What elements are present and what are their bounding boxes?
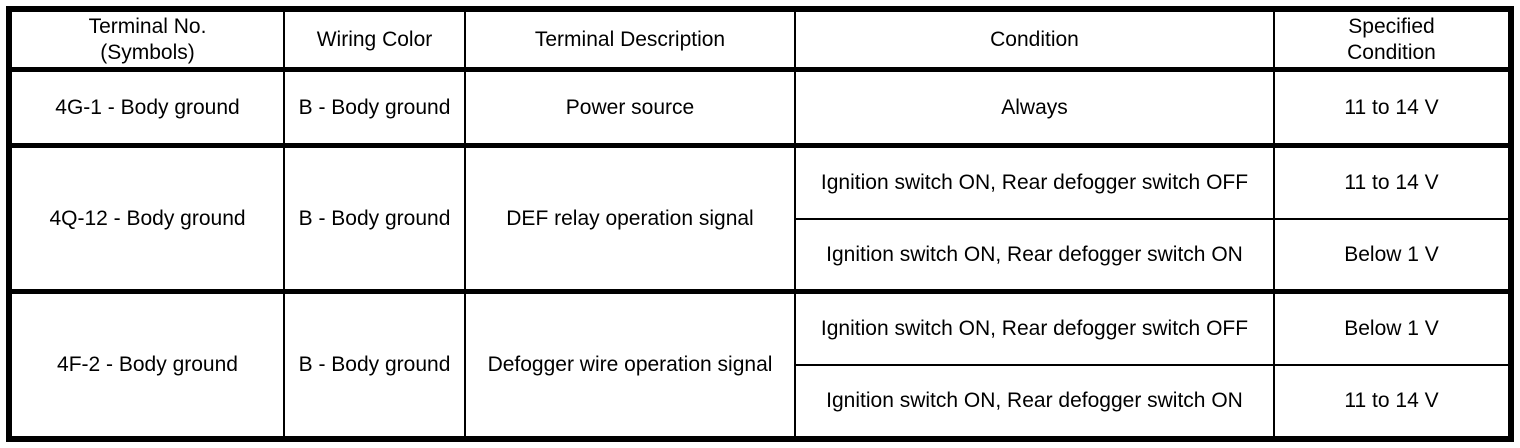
- column-header-terminal-no-line2: (Symbols): [100, 40, 195, 64]
- cell-condition: Ignition switch ON, Rear defogger switch…: [794, 363, 1275, 441]
- column-header-wiring-color: Wiring Color: [283, 8, 466, 71]
- cell-terminal-no: 4F-2 - Body ground: [8, 289, 285, 441]
- cell-terminal-description: Defogger wire operation signal: [464, 289, 796, 441]
- cell-terminal-no: 4Q-12 - Body ground: [8, 143, 285, 293]
- cell-condition: Always: [794, 67, 1275, 147]
- column-header-specified-condition-line1: Specified: [1348, 15, 1435, 38]
- cell-terminal-no: 4G-1 - Body ground: [8, 67, 285, 147]
- cell-specified-condition: Below 1 V: [1273, 217, 1512, 293]
- column-header-condition-line1: Condition: [990, 27, 1079, 51]
- table-header-row: Terminal No. (Symbols) Wiring Color Term…: [8, 8, 1512, 71]
- column-header-specified-condition-line2: Condition: [1347, 40, 1436, 64]
- column-header-wiring-color-line1: Wiring Color: [316, 27, 433, 51]
- column-header-terminal-description-line1: Terminal Description: [534, 27, 726, 51]
- column-header-terminal-no-line1: Terminal No.: [88, 15, 207, 38]
- table-subrow: Ignition switch ON, Rear defogger switch…: [9, 217, 1512, 293]
- table-row: 4F-2 - Body ground B - Body ground Defog…: [8, 289, 1512, 441]
- column-header-terminal-no: Terminal No. (Symbols): [8, 8, 285, 71]
- column-header-terminal-description: Terminal Description: [464, 8, 796, 71]
- cell-specified-condition: 11 to 14 V: [1273, 363, 1512, 441]
- cell-specified-condition: 11 to 14 V: [1273, 67, 1512, 147]
- table-row: 4G-1 - Body ground B - Body ground Power…: [8, 67, 1512, 147]
- cell-specified-condition: 11 to 14 V: [1273, 143, 1512, 220]
- cell-condition: Ignition switch ON, Rear defogger switch…: [794, 289, 1275, 366]
- table-body: 4G-1 - Body ground B - Body ground Power…: [8, 67, 1512, 441]
- table-row: 4Q-12 - Body ground B - Body ground DEF …: [8, 143, 1512, 293]
- cell-condition: Ignition switch ON, Rear defogger switch…: [794, 217, 1275, 293]
- cell-condition: Ignition switch ON, Rear defogger switch…: [794, 143, 1275, 220]
- table-subrow: Ignition switch ON, Rear defogger switch…: [9, 363, 1512, 441]
- cell-terminal-description: Power source: [464, 67, 796, 147]
- cell-terminal-description: DEF relay operation signal: [464, 143, 796, 293]
- cell-specified-condition: Below 1 V: [1273, 289, 1512, 366]
- cell-wiring-color: B - Body ground: [283, 143, 466, 293]
- terminal-specification-table: Terminal No. (Symbols) Wiring Color Term…: [6, 6, 1514, 442]
- column-header-condition: Condition: [794, 8, 1275, 71]
- cell-wiring-color: B - Body ground: [283, 289, 466, 441]
- table-header: Terminal No. (Symbols) Wiring Color Term…: [8, 8, 1512, 71]
- column-header-specified-condition: Specified Condition: [1273, 8, 1512, 71]
- cell-wiring-color: B - Body ground: [283, 67, 466, 147]
